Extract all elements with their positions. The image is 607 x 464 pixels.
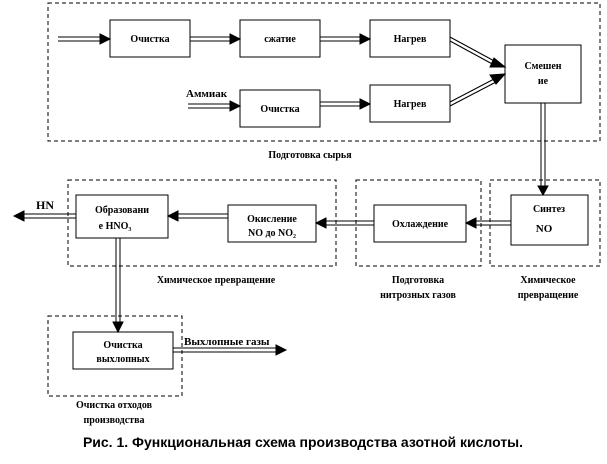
arrow-ochistka1-to-szhatie	[190, 33, 242, 45]
arrow-sintez-to-okhlazhdenie	[464, 217, 511, 229]
arrow-obrazovanie-to-ochistka-vykhl	[112, 238, 124, 334]
label-okhlazhdenie: Охлаждение	[392, 219, 449, 230]
arrow-ammonia-to-ochistka2	[188, 100, 242, 112]
label-okislenie-1: Окисление	[247, 214, 297, 225]
label-smeshenie-2: ие	[538, 76, 549, 87]
group-label-waste-2: производства	[84, 415, 145, 426]
label-exhaust: Выхлопные газы	[184, 336, 270, 348]
arrow-szhatie-to-nagrev1	[320, 33, 372, 45]
group-label-prep-raw: Подготовка сырья	[268, 150, 352, 161]
label-ochistka-vykhl-2: выхлопных	[96, 354, 149, 365]
label-smeshenie-1: Смешен	[524, 61, 561, 72]
group-frame-prep-gas	[355, 179, 482, 267]
label-product: HN	[36, 198, 54, 212]
label-ammonia: Аммиак	[186, 88, 228, 100]
label-ochistka-vykhl-1: Очистка	[103, 340, 142, 351]
arrow-okhlazhdenie-to-okislenie	[314, 217, 374, 229]
arrow-okislenie-to-obrazovanie	[166, 210, 228, 222]
arrow-exhaust-out	[173, 344, 288, 356]
label-obrazovanie-2: е HNO₃	[99, 221, 132, 232]
node-smeshenie	[504, 44, 582, 104]
arrow-input-to-ochistka1	[58, 33, 112, 45]
label-sintez-2: NO	[536, 223, 553, 235]
label-nagrev-1: Нагрев	[394, 34, 427, 45]
label-szhatie: сжатие	[264, 34, 296, 45]
node-nagrev-1	[369, 19, 451, 58]
node-ochistka-2	[239, 89, 321, 128]
figure-caption: Рис. 1. Функциональная схема производств…	[83, 434, 523, 450]
label-okislenie-2: NO до NO₂	[248, 228, 296, 239]
group-label-chem-right-1: Химическое	[520, 275, 576, 286]
arrow-nagrev1-to-smeshenie	[449, 36, 507, 68]
group-label-prep-gas-2: нитрозных газов	[380, 290, 456, 301]
label-obrazovanie-1: Образовани	[95, 205, 149, 216]
group-frame-chem-left	[67, 179, 337, 267]
group-frame-prep-raw	[47, 2, 601, 142]
node-ochistka-1	[109, 19, 191, 58]
label-nagrev-2: Нагрев	[394, 99, 427, 110]
label-ochistka-1: Очистка	[130, 34, 169, 45]
group-frame-waste	[47, 315, 183, 397]
group-label-chem-left: Химическое превращение	[157, 275, 276, 286]
node-sintez	[510, 194, 589, 246]
group-label-waste-1: Очистка отходов	[76, 400, 153, 411]
node-szhatie	[239, 19, 321, 58]
node-okhlazhdenie	[373, 204, 467, 243]
arrow-product-out	[12, 210, 76, 222]
arrow-nagrev2-to-smeshenie	[449, 73, 507, 107]
label-sintez-1: Синтез	[533, 204, 565, 215]
arrow-smeshenie-to-sintez	[537, 103, 549, 197]
group-label-prep-gas-1: Подготовка	[392, 275, 444, 286]
node-ochistka-vykhl	[72, 331, 174, 370]
label-ochistka-2: Очистка	[260, 104, 299, 115]
group-label-chem-right-2: превращение	[518, 290, 579, 301]
arrow-ochistka2-to-nagrev2	[320, 98, 372, 110]
